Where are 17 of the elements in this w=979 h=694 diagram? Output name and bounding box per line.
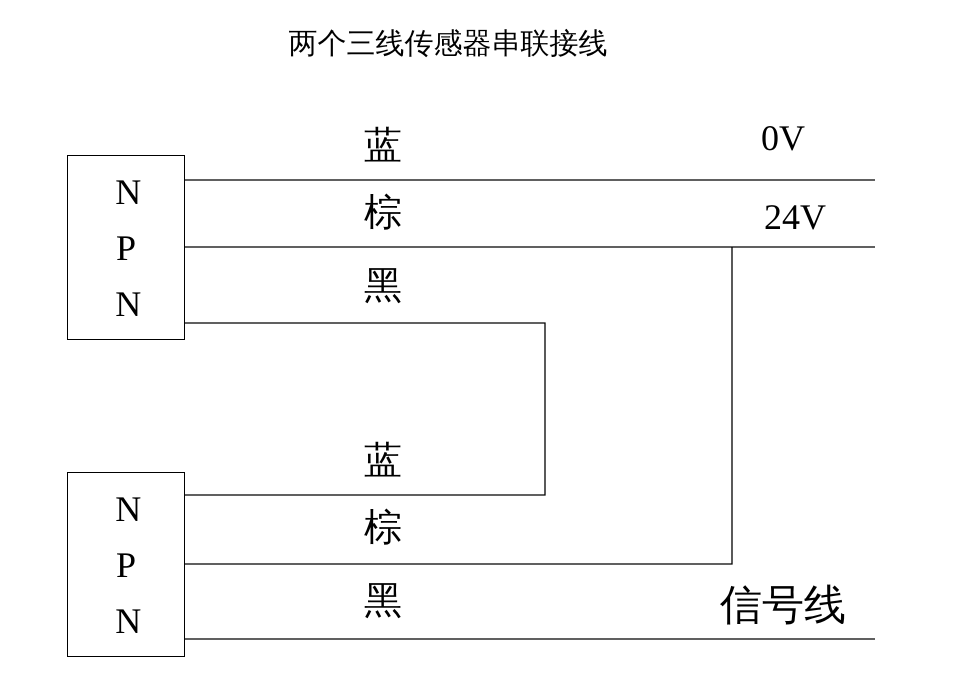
wire [185,246,875,248]
wire [185,179,875,181]
voltage-label: 0V [761,120,805,156]
signal-label: 信号线 [720,584,846,626]
wire-label: 棕 [364,193,402,231]
sensor-box: NPN [67,155,185,340]
wire [185,638,875,640]
title: 两个三线传感器串联接线 [288,28,608,58]
wire-label: 黑 [364,581,402,619]
wire-label: 蓝 [364,126,402,164]
wire-label: 棕 [364,508,402,546]
wire [185,322,546,496]
sensor-box: NPN [67,472,185,657]
wire-label: 蓝 [364,441,402,479]
wire-label: 黑 [364,266,402,304]
wire [185,247,733,565]
voltage-label: 24V [764,199,826,235]
